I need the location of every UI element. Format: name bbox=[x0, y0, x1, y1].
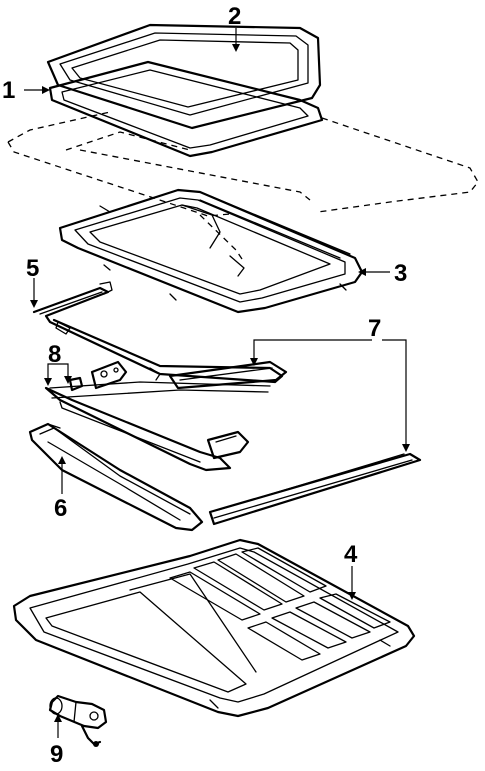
part-4-drip-tray bbox=[12, 538, 416, 718]
leader-lines bbox=[24, 28, 410, 738]
callout-4: 4 bbox=[344, 541, 358, 568]
callout-2: 2 bbox=[228, 3, 241, 30]
callout-labels: 1 2 3 4 5 6 7 8 9 bbox=[2, 3, 407, 768]
part-6-side-channel bbox=[28, 422, 204, 532]
part-9-motor bbox=[48, 694, 108, 747]
part-2-glass-frame bbox=[46, 23, 322, 130]
part-3-housing-frame bbox=[58, 188, 364, 314]
callout-9: 9 bbox=[50, 741, 63, 768]
callout-5: 5 bbox=[26, 255, 39, 282]
drain-cable-assembly bbox=[44, 381, 271, 472]
callout-6: 6 bbox=[54, 495, 67, 522]
part-7-guide-rail-lower bbox=[208, 452, 422, 526]
callout-1: 1 bbox=[2, 77, 15, 104]
part-5-front-trim bbox=[32, 281, 284, 384]
callout-3: 3 bbox=[394, 260, 407, 287]
roof-outline-dashed bbox=[7, 111, 479, 263]
drip-tray-ribs bbox=[169, 547, 391, 661]
part-1-glass-panel bbox=[48, 60, 324, 158]
callout-7: 7 bbox=[368, 315, 381, 342]
callout-8: 8 bbox=[48, 341, 61, 368]
